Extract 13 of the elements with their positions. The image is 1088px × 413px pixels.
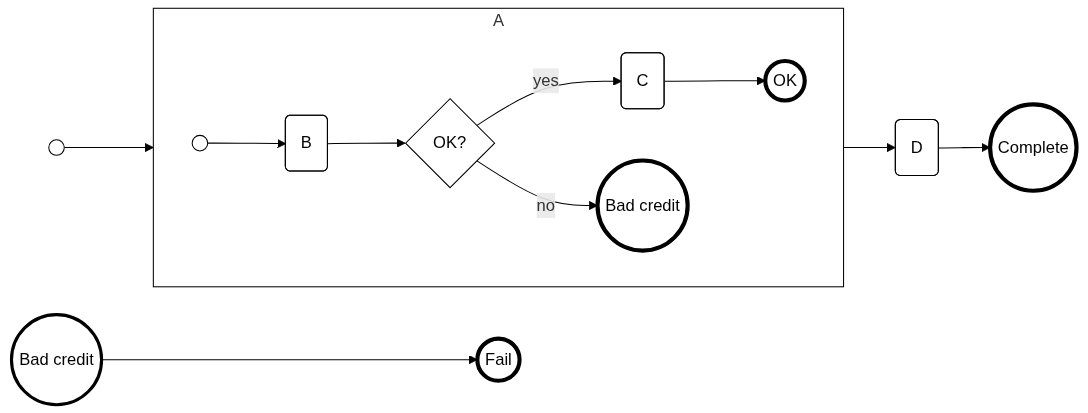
node-circle: OK [763,58,807,103]
node-circle: Bad credit [9,313,104,407]
node-circle [48,139,65,156]
node-diamond: OK? [404,97,496,189]
node-circle: Fail [475,336,522,383]
edge-label: no [536,196,556,214]
node-circle [191,134,209,152]
node-circle: Bad credit [595,158,690,253]
node-circle: Complete [988,102,1079,193]
arrow [63,143,154,153]
arrow [843,143,896,153]
edge-label: yes [532,71,559,90]
arrow [327,138,406,148]
